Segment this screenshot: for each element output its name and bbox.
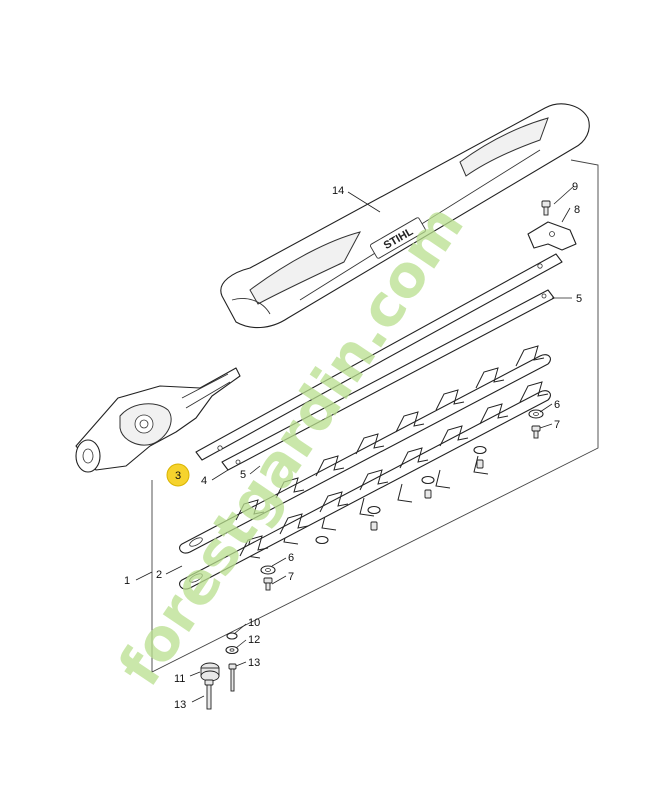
bolt-part-7[interactable] xyxy=(263,577,273,591)
cutter-blade-lower-part-2[interactable] xyxy=(179,381,551,590)
leader-lines xyxy=(135,185,575,703)
callout-2[interactable]: 2 xyxy=(156,569,162,581)
callout-13-upper[interactable]: 13 xyxy=(248,657,260,669)
screw-part-9[interactable] xyxy=(541,200,551,216)
assembly-frame xyxy=(151,159,599,673)
callout-11[interactable]: 11 xyxy=(174,673,185,685)
blade-guard-part-14[interactable]: STIHL xyxy=(220,103,590,329)
gearbox-housing xyxy=(75,367,241,473)
callout-6-right[interactable]: 6 xyxy=(554,399,560,411)
callout-6-left[interactable]: 6 xyxy=(288,552,294,564)
callout-4[interactable]: 4 xyxy=(201,475,207,487)
callout-12[interactable]: 12 xyxy=(248,634,260,646)
spacer-strip-part-4[interactable] xyxy=(195,253,563,461)
bushing-part-11[interactable] xyxy=(200,662,220,682)
washer-part-6[interactable] xyxy=(260,565,276,575)
callout-5-left[interactable]: 5 xyxy=(240,469,246,481)
callout-3[interactable]: 3 xyxy=(175,470,181,482)
washer-part-6-b[interactable] xyxy=(528,409,544,419)
stihl-logo-plate xyxy=(370,217,426,259)
callout-7-left[interactable]: 7 xyxy=(288,571,294,583)
callout-5-right[interactable]: 5 xyxy=(576,293,582,305)
callout-8[interactable]: 8 xyxy=(574,204,580,216)
washer-part-12[interactable] xyxy=(225,645,239,655)
nut-part-10[interactable] xyxy=(226,632,238,640)
screw-part-13-lower[interactable] xyxy=(204,679,214,710)
bolt-part-7-b[interactable] xyxy=(531,425,541,439)
clip-part-8[interactable] xyxy=(527,221,577,251)
screw-part-13-upper[interactable] xyxy=(228,663,237,692)
highlight-marker xyxy=(166,463,190,487)
callout-14[interactable]: 14 xyxy=(332,185,344,197)
callout-1[interactable]: 1 xyxy=(124,575,130,587)
callout-13-lower[interactable]: 13 xyxy=(174,699,186,711)
callout-9[interactable]: 9 xyxy=(572,181,578,193)
callout-labels: 14 9 8 5 6 7 3 4 5 1 2 6 7 10 12 13 11 1… xyxy=(124,181,582,711)
washer-and-bolt-set xyxy=(260,409,544,591)
callout-7-right[interactable]: 7 xyxy=(554,419,560,431)
callout-10[interactable]: 10 xyxy=(248,617,260,629)
